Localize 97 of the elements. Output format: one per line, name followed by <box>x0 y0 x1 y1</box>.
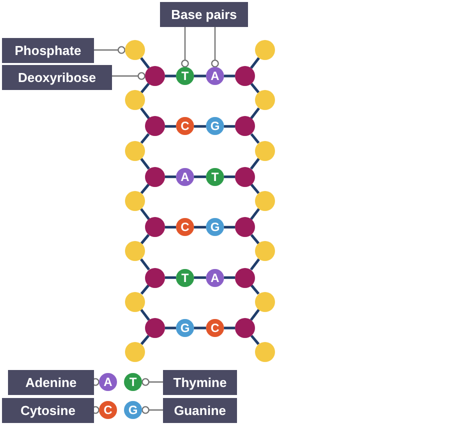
base-pair-bond <box>224 326 235 330</box>
backbone-line <box>250 258 260 270</box>
base-letter-circle: T <box>176 268 194 287</box>
sugar-dot <box>145 268 165 288</box>
backbone-line <box>140 82 150 94</box>
callout-label: Guanine <box>163 398 237 423</box>
sugar-dot <box>235 268 255 288</box>
sugar-dot <box>235 166 255 187</box>
base-pair-bond <box>224 276 235 279</box>
callout-label: Base pairs <box>160 2 248 27</box>
backbone-line <box>140 234 150 244</box>
callout-label: Adenine <box>8 370 94 395</box>
backbone-line <box>250 158 260 170</box>
base-letter-circle: G <box>176 319 194 337</box>
base-letter-circle: C <box>176 218 194 236</box>
sugar-dot <box>145 166 165 187</box>
sugar-dot <box>235 66 255 86</box>
base-pair-bond <box>194 326 206 330</box>
base-letter-circle: A <box>206 67 224 85</box>
sugar-dot <box>235 217 255 238</box>
backbone-line <box>140 208 150 220</box>
sugar-dot <box>145 217 165 238</box>
phosphate-dot <box>125 40 145 60</box>
base-letter-circle: C <box>206 319 224 337</box>
backbone-line <box>250 334 260 345</box>
base-pair-bond <box>194 226 206 228</box>
leader-line <box>94 46 126 54</box>
base-pair-bond <box>194 276 206 279</box>
phosphate-dot <box>125 140 145 161</box>
callout-label: Deoxyribose <box>2 65 112 90</box>
sugar-dot <box>235 116 255 136</box>
base-letter-circle: G <box>206 117 224 136</box>
base-letter-circle: G <box>124 401 142 419</box>
backbone-line <box>250 107 260 120</box>
callout-label: Cytosine <box>2 398 94 423</box>
phosphate-dot <box>255 90 275 110</box>
backbone-line <box>250 284 260 295</box>
base-letter-circle: T <box>176 67 194 85</box>
phosphate-dot <box>255 140 275 161</box>
sugar-dot <box>145 318 165 338</box>
leader-line <box>181 27 189 68</box>
base-pair-bond <box>194 74 206 78</box>
callout-label: Thymine <box>163 370 237 395</box>
base-pair-bond <box>194 176 206 178</box>
base-pair-bond <box>165 125 176 128</box>
phosphate-dot <box>255 342 275 362</box>
backbone-line <box>140 158 150 170</box>
sugar-dot <box>235 318 255 338</box>
base-pair-bond <box>165 74 176 78</box>
backbone-line <box>140 308 150 321</box>
backbone-line <box>140 57 150 69</box>
backbone-line <box>250 184 260 194</box>
base-pair-bond <box>165 226 176 228</box>
sugar-dot <box>145 116 165 136</box>
phosphate-dot <box>255 241 275 262</box>
base-letter-circle: G <box>206 218 224 236</box>
callout-label: Phosphate <box>2 38 94 63</box>
backbone-line <box>140 284 150 295</box>
backbone-line <box>250 82 260 94</box>
phosphate-dot <box>125 90 145 110</box>
backbone-line <box>140 133 150 144</box>
phosphate-dot <box>125 292 145 312</box>
base-letter-circle: T <box>206 168 224 186</box>
phosphate-dot <box>255 40 275 60</box>
phosphate-dot <box>255 292 275 312</box>
sugar-dot <box>145 66 165 86</box>
base-pair-bond <box>224 125 235 128</box>
backbone-line <box>140 334 150 345</box>
base-pair-bond <box>165 176 176 178</box>
base-pair-bond <box>224 176 235 178</box>
backbone-line <box>250 208 260 220</box>
base-pair-bond <box>224 226 235 228</box>
base-letter-circle: C <box>176 117 194 136</box>
base-pair-bond <box>194 125 206 128</box>
backbone-line <box>140 184 150 194</box>
backbone-line <box>250 234 260 244</box>
phosphate-dot <box>125 241 145 262</box>
backbone-line <box>250 308 260 321</box>
phosphate-dot <box>125 342 145 362</box>
leader-line <box>112 72 146 80</box>
base-letter-circle: A <box>176 168 194 186</box>
base-letter-circle: A <box>206 268 224 287</box>
backbone-line <box>140 258 150 270</box>
base-letter-circle: T <box>124 373 142 391</box>
leader-line <box>142 378 163 386</box>
backbone-line <box>250 133 260 144</box>
phosphate-dot <box>255 190 275 211</box>
base-pair-bond <box>224 74 235 78</box>
base-pair-bond <box>165 326 176 330</box>
backbone-line <box>140 107 150 120</box>
backbone-line <box>250 57 260 69</box>
base-letter-circle: A <box>99 373 117 391</box>
phosphate-dot <box>125 190 145 211</box>
base-letter-circle: C <box>99 401 117 419</box>
leader-line <box>142 406 163 414</box>
leader-line <box>211 27 219 68</box>
base-pair-bond <box>165 276 176 279</box>
